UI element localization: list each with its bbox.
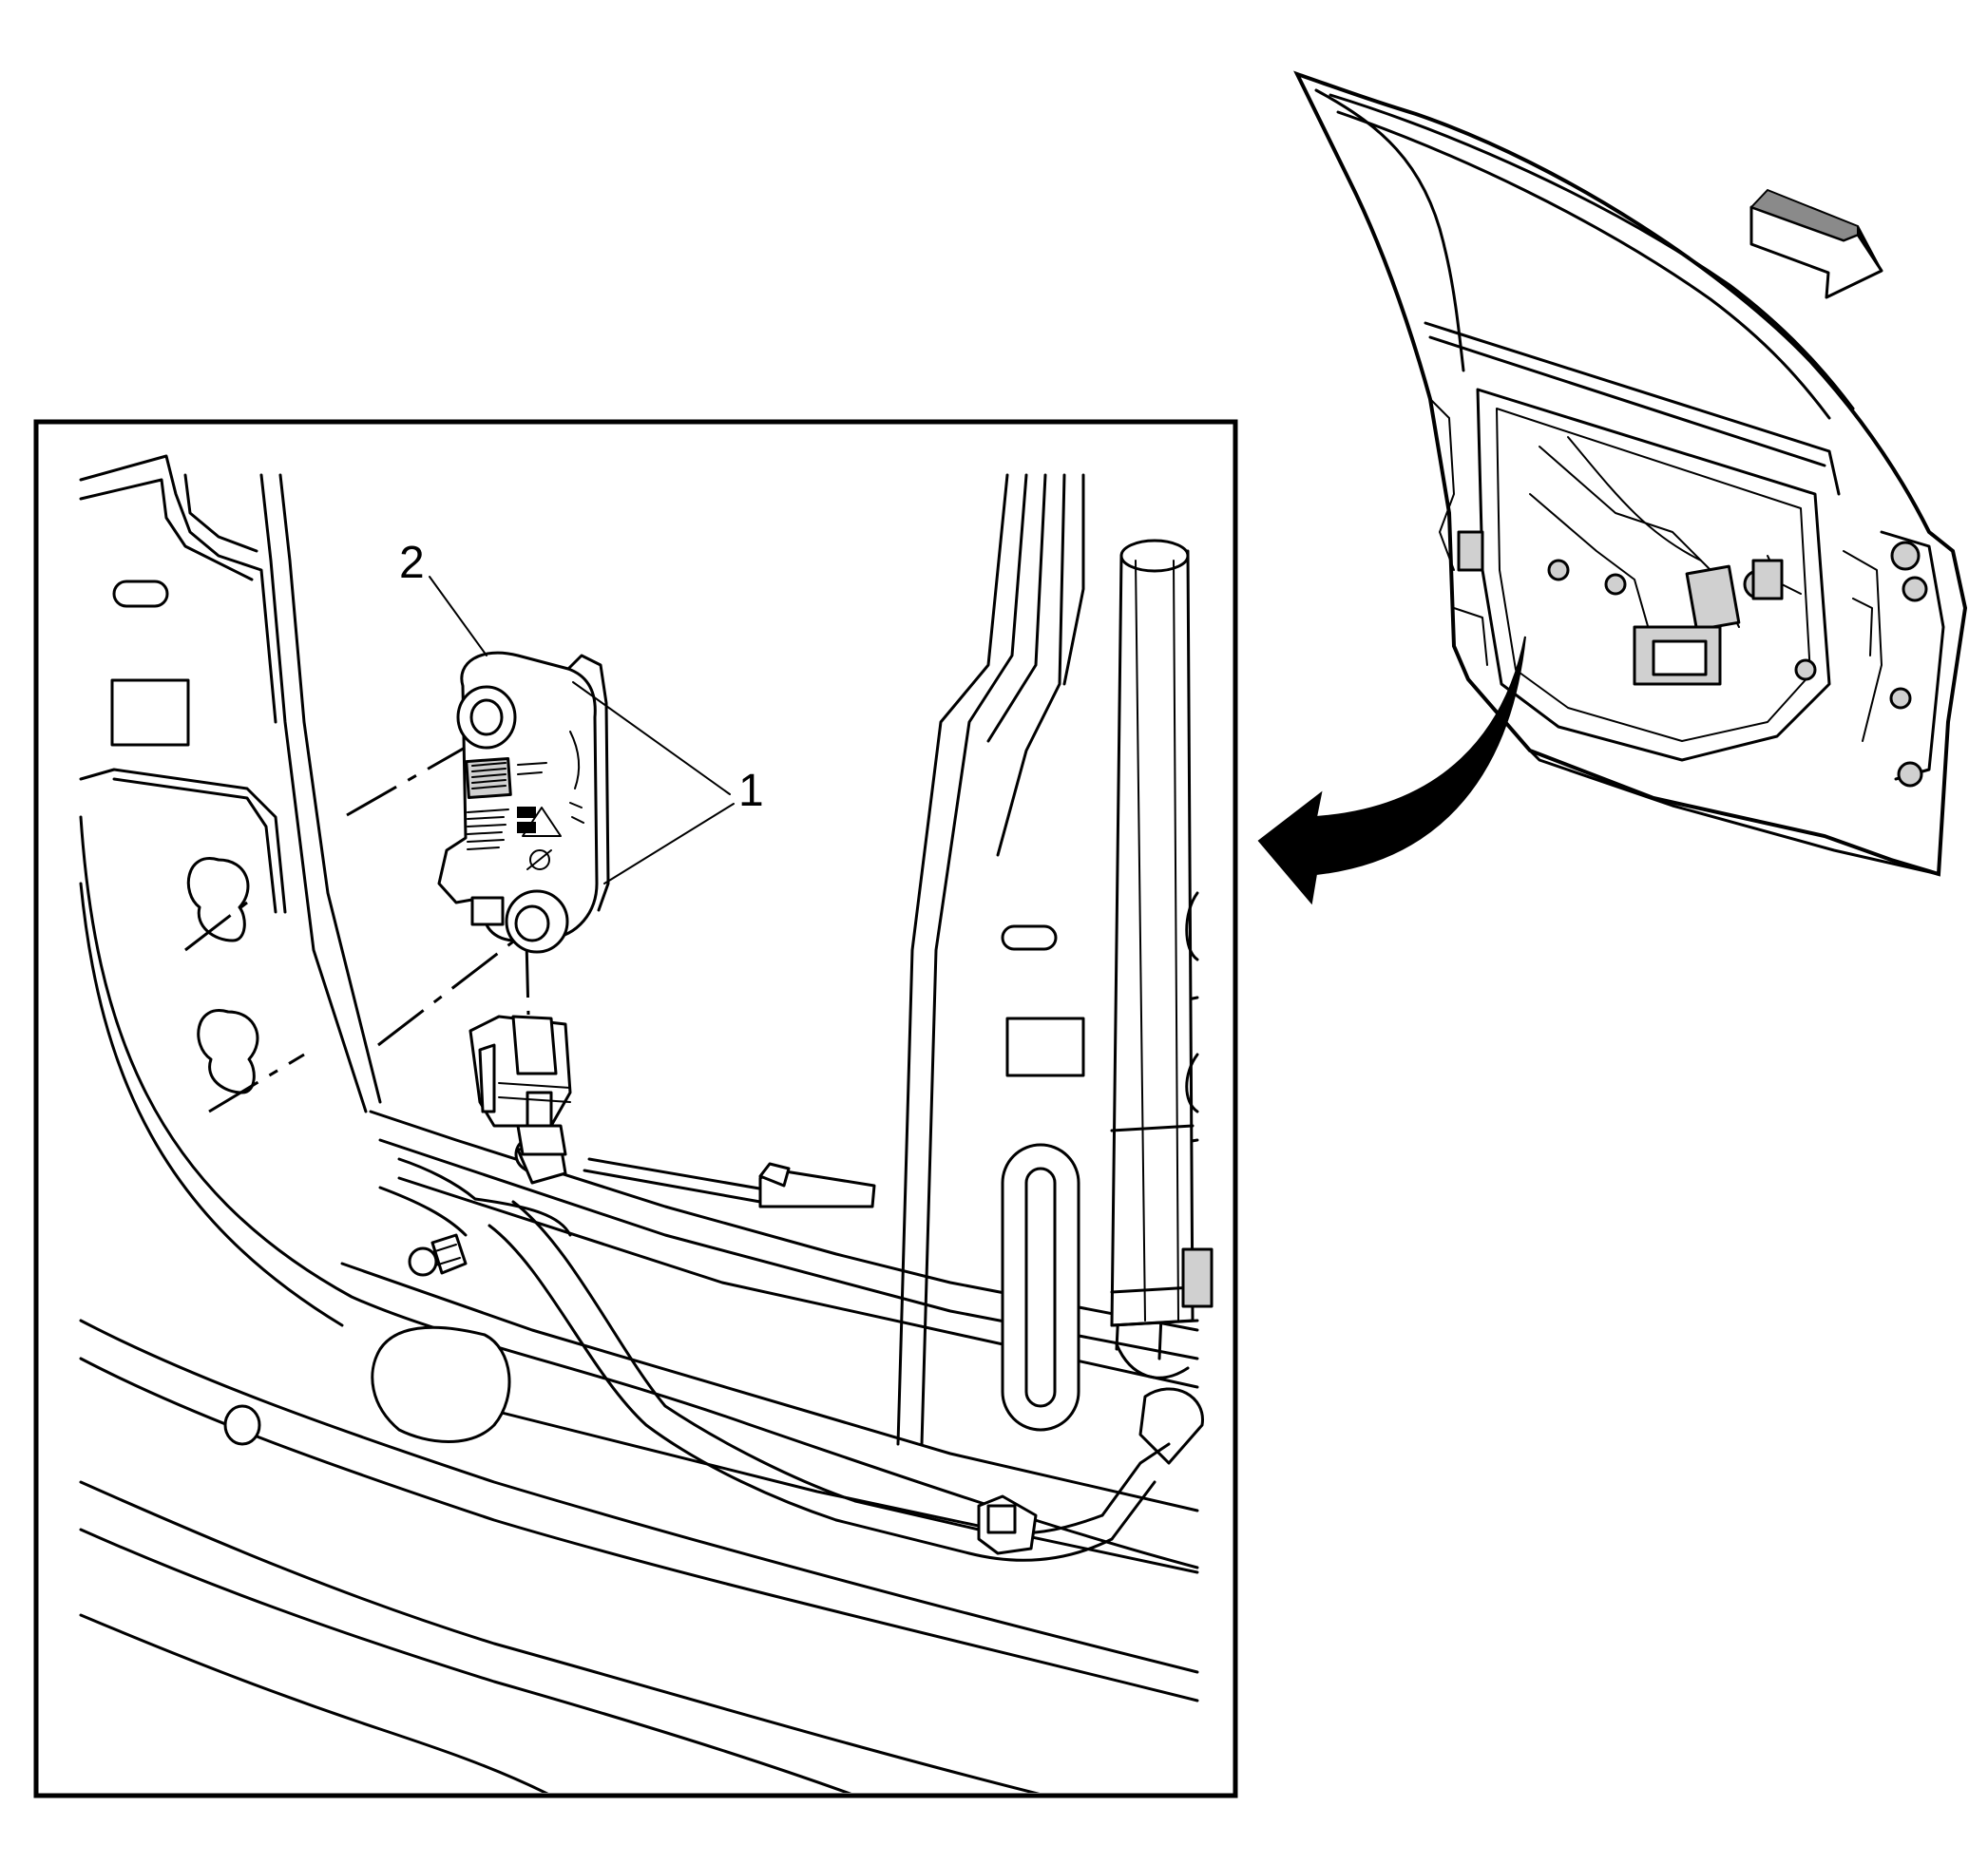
callout-label-2: 2 <box>399 538 425 588</box>
wiring-harness <box>371 1157 1171 1562</box>
detail-inset: 2 1 <box>33 419 1238 1798</box>
front-direction-arrow-icon <box>1749 188 1883 299</box>
callout-label-1: 1 <box>738 766 764 816</box>
detail-view-arrow-icon <box>1257 636 1526 905</box>
side-impact-sensor <box>437 651 610 954</box>
door-overview <box>1293 70 1968 877</box>
sensor-connector <box>468 1015 572 1156</box>
